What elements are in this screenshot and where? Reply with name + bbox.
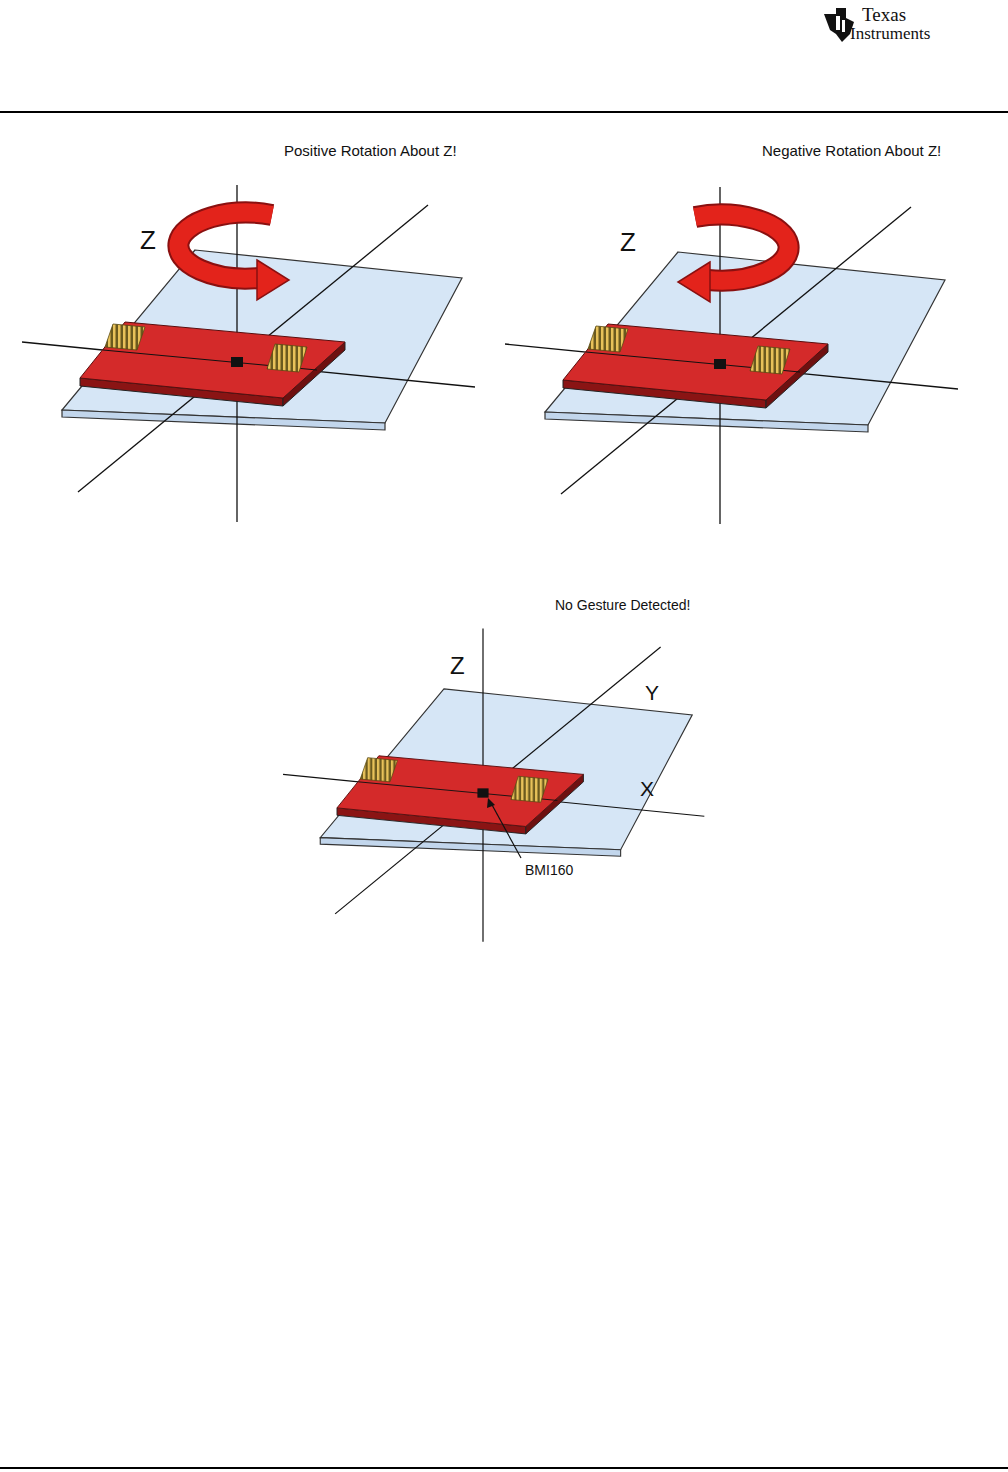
panel-title: Positive Rotation About Z! bbox=[284, 142, 457, 159]
axis-label: Z bbox=[620, 228, 636, 258]
axis-label: Z bbox=[140, 226, 156, 256]
leader-line bbox=[487, 798, 521, 858]
logo-text: Texas bbox=[862, 4, 906, 26]
panel-no-gesture bbox=[283, 628, 704, 941]
axis-label: Z bbox=[450, 652, 465, 680]
part-name: BMI160 bbox=[525, 862, 573, 878]
panel-title: No Gesture Detected! bbox=[555, 597, 690, 613]
ti-logo bbox=[824, 8, 854, 42]
panel-title: Negative Rotation About Z! bbox=[762, 142, 941, 159]
axis-label: X bbox=[640, 777, 654, 801]
axis-label: Y bbox=[645, 681, 659, 705]
panel-negative bbox=[505, 187, 958, 524]
logo-text: Instruments bbox=[850, 24, 930, 44]
panel-positive bbox=[22, 185, 475, 522]
